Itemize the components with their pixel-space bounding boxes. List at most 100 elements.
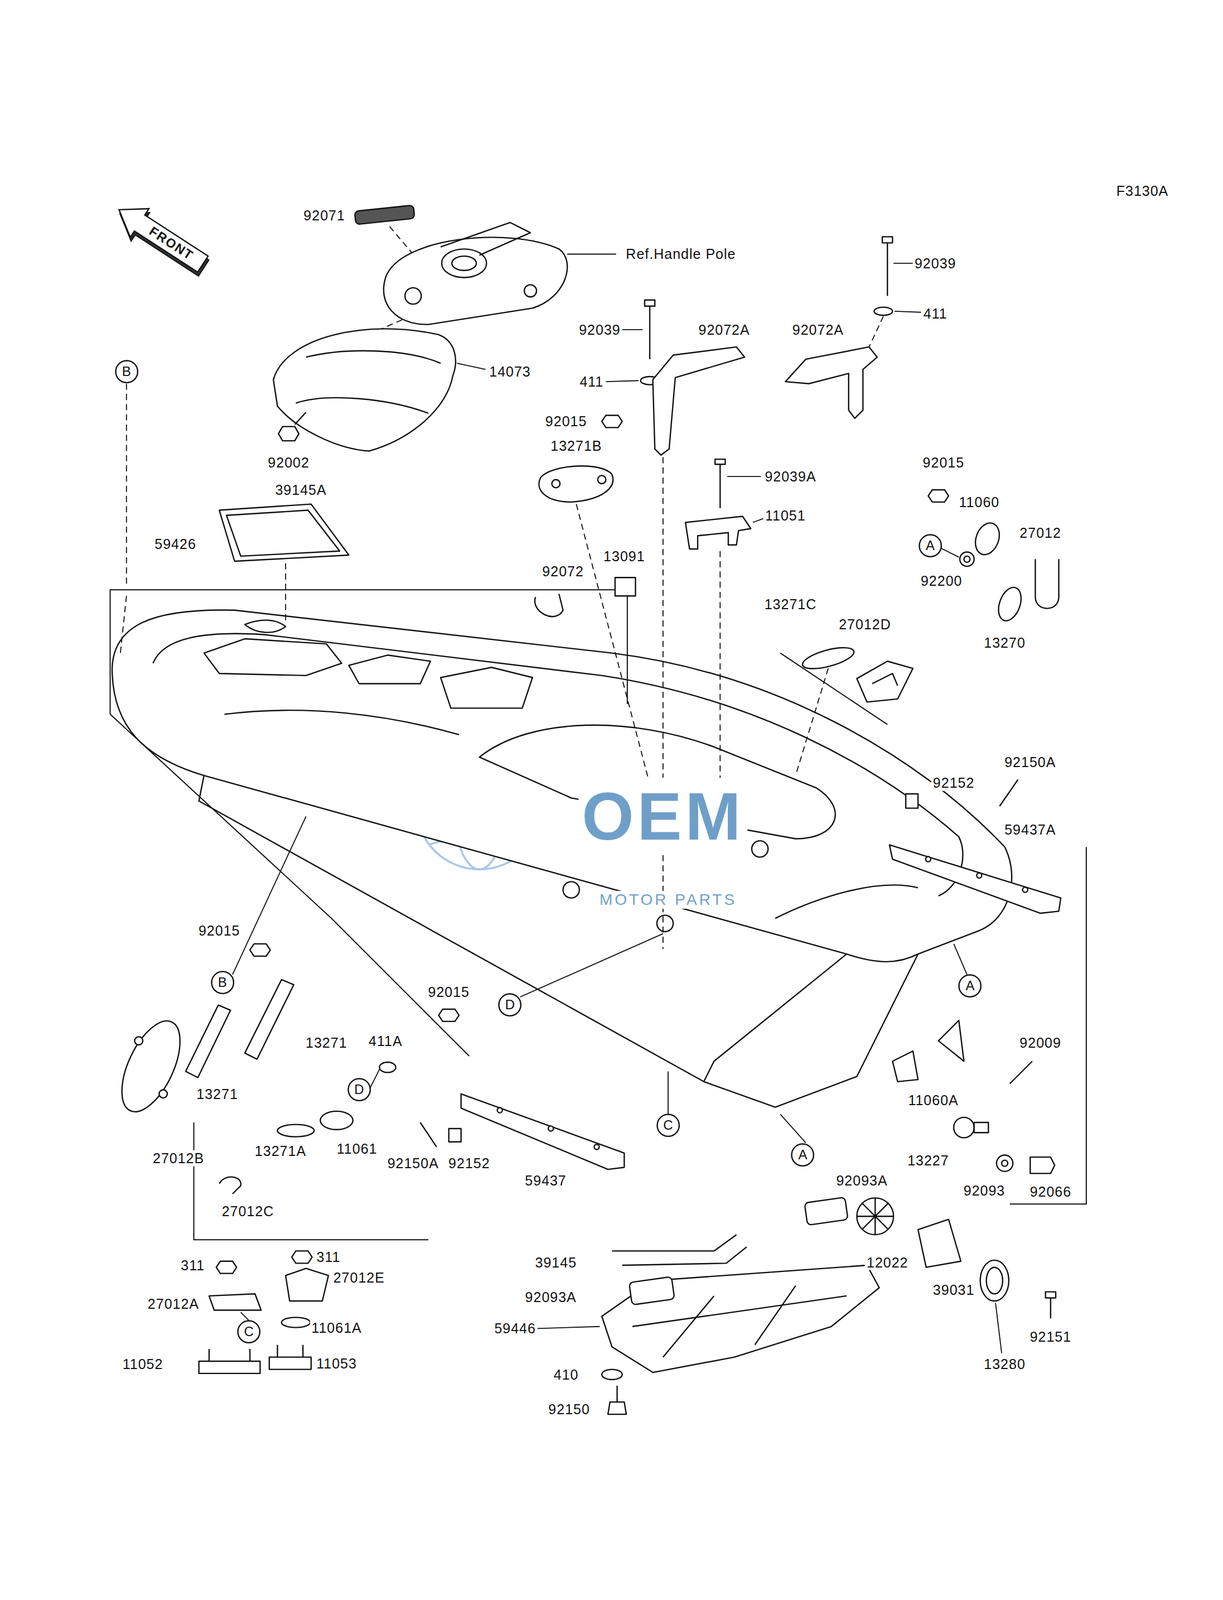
callout-number: 27012A — [146, 1295, 201, 1312]
stern-part — [974, 1122, 989, 1133]
callout-number: 311 — [179, 1257, 207, 1274]
hull-outline — [703, 953, 847, 1082]
assembly-line — [120, 595, 127, 653]
bracket-part — [615, 577, 636, 596]
rail-part — [1022, 886, 1028, 892]
lower-left-part — [276, 1344, 278, 1357]
hull-outline — [751, 840, 768, 857]
lower-left-part — [109, 979, 354, 1374]
bracket-part — [219, 504, 349, 562]
seat-part — [278, 426, 299, 442]
lower-left-part — [219, 1176, 241, 1194]
callout-number: 92015 — [543, 413, 589, 430]
reference-letter: A — [965, 978, 975, 993]
fastener-part — [379, 1061, 396, 1072]
reference-circle: D — [498, 992, 522, 1017]
fastener-part — [1001, 1159, 1008, 1167]
callout-number: 92039 — [912, 255, 959, 272]
circle-outline — [791, 1143, 814, 1166]
callout-number: 13271 — [194, 1085, 240, 1102]
callout-number: 14073 — [487, 363, 533, 380]
bracket-part — [994, 583, 1026, 624]
callout-number: 92151 — [1028, 1328, 1074, 1345]
rail-part — [593, 1143, 599, 1149]
fastener-part — [996, 1154, 1013, 1172]
handle-pole-part — [354, 205, 568, 325]
callout-number: 92093A — [834, 1172, 889, 1189]
callout-number: 27012C — [220, 1202, 277, 1220]
reference-letter: D — [354, 1081, 364, 1097]
handle-pole-part — [383, 237, 568, 325]
bracket-part — [552, 479, 561, 488]
stern-part — [856, 1197, 894, 1235]
bracket-part — [534, 593, 564, 617]
assembly-line — [284, 563, 287, 625]
fastener-part — [873, 307, 893, 316]
bracket-part — [971, 519, 1004, 558]
reference-note: Ref.Handle Pole — [624, 245, 738, 263]
callout-number: 11051 — [763, 506, 808, 524]
callout-number: 92002 — [266, 453, 312, 471]
fastener-part — [719, 463, 721, 509]
callout-number: 92200 — [919, 572, 965, 589]
hull-outline — [440, 666, 533, 708]
lower-left-part — [199, 1360, 261, 1374]
leader-line — [780, 1113, 806, 1143]
bracket-part — [856, 660, 913, 702]
lower-left-part — [185, 1004, 231, 1078]
leader-line — [369, 1069, 380, 1090]
callout-number: 27012B — [151, 1149, 206, 1167]
callout-number: 92015 — [426, 983, 472, 1000]
callout-number: 11060 — [957, 494, 1002, 511]
leader-line — [667, 1071, 669, 1115]
reference-letter: B — [218, 974, 227, 990]
callout-number: 39145 — [533, 1253, 579, 1270]
callout-number: 11053 — [314, 1354, 359, 1371]
fastener-part — [1009, 1060, 1033, 1084]
seat-part — [306, 350, 441, 364]
lower-left-part — [208, 1348, 210, 1361]
reference-circle: D — [347, 1077, 371, 1101]
callout-number: 27012E — [331, 1269, 387, 1286]
ride-plate-part — [601, 1264, 879, 1372]
leader-line — [567, 253, 617, 255]
reference-letter: A — [798, 1147, 807, 1162]
stern-part — [856, 1197, 894, 1235]
seat-part — [295, 412, 307, 425]
rail-part — [461, 844, 1061, 1169]
lower-left-part — [281, 1316, 311, 1327]
callout-number: 411 — [577, 373, 606, 390]
lower-left-part — [302, 1344, 304, 1357]
callout-number: 13271A — [253, 1142, 308, 1159]
fastener-part — [882, 236, 893, 243]
callout-number: 92093 — [962, 1182, 1008, 1199]
callout-number: 411 — [921, 305, 950, 322]
fastener-part — [448, 1128, 462, 1142]
assembly-line — [868, 316, 884, 347]
seat-part — [273, 328, 456, 451]
reference-letter: C — [663, 1117, 673, 1133]
callout-number: 311 — [315, 1248, 343, 1265]
leader-line — [520, 933, 664, 997]
bracket-part — [597, 475, 607, 484]
fastener-part — [644, 300, 655, 307]
assembly-line — [662, 456, 664, 949]
callout-number: 92015 — [196, 922, 243, 939]
bracket-part — [685, 516, 751, 550]
callout-number: 12022 — [864, 1253, 911, 1270]
fastener-part — [216, 236, 1056, 1414]
handle-pole-part — [404, 287, 422, 304]
reference-circle: C — [237, 1319, 261, 1343]
circle-outline — [959, 974, 981, 997]
callout-number: 92072A — [790, 321, 846, 338]
stern-part — [917, 1219, 961, 1268]
fastener-part — [607, 1401, 627, 1414]
reference-letter: C — [244, 1323, 254, 1339]
rail-part — [889, 844, 1061, 913]
rail-part — [976, 872, 982, 878]
lower-left-part — [158, 1089, 168, 1098]
leader-line — [953, 943, 968, 975]
callout-number: 13271C — [762, 595, 819, 612]
callout-number: 59437A — [1002, 821, 1058, 838]
leader-line — [536, 1326, 600, 1329]
